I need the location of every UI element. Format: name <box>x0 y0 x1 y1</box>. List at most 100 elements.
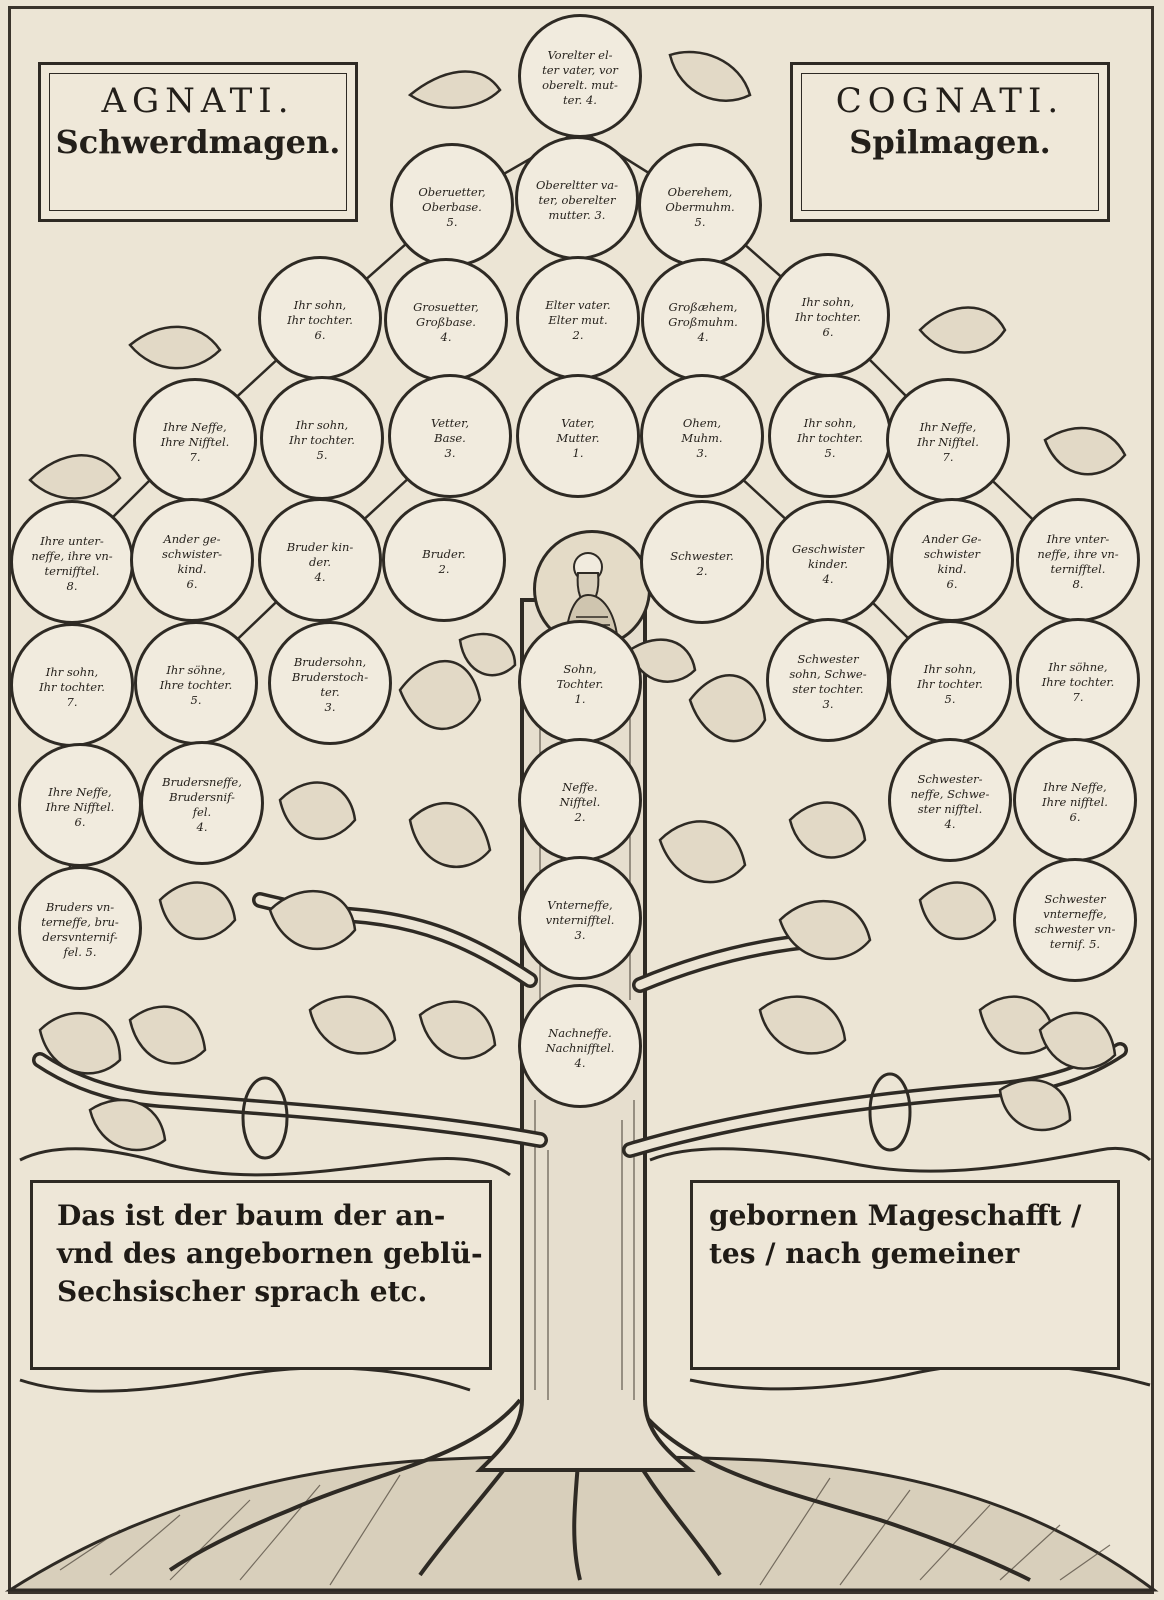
node-r4-1: Ihre unter- neffe, ihre vn- ternifftel. … <box>10 500 134 624</box>
cognati-subtitle: Spilmagen. <box>849 123 1051 161</box>
node-r2-4: Großæhem, Großmuhm. 4. <box>641 258 765 382</box>
ground-mound <box>4 1454 1159 1592</box>
node-r4-3: Bruder kin- der. 4. <box>258 498 382 622</box>
node-label: Bruders vn- terneffe, bru- dersvnternif-… <box>41 900 119 959</box>
node-label: Vnterneffe, vnternifftel. 3. <box>545 897 615 942</box>
node-label: Ihre Neffe, Ihre nifftel. 6. <box>1042 779 1108 824</box>
node-r4-8: Ander Ge- schwister kind. 6. <box>890 498 1014 622</box>
node-label: Ohem, Muhm. 3. <box>681 415 723 460</box>
page-border <box>8 6 1154 1594</box>
node-label: Vorelter el- ter vater, vor oberelt. mut… <box>542 48 618 107</box>
node-label: Oberuetter, Oberbase. 5. <box>418 184 486 229</box>
node-r5-9: Ihr söhne, Ihre tochter. 7. <box>1016 618 1140 742</box>
node-r5-5: Sohn, Tochter. 1. <box>518 620 642 744</box>
node-label: Bruder. 2. <box>422 547 466 576</box>
node-label: Ander ge- schwister- kind. 6. <box>162 532 222 591</box>
node-r2-3: Elter vater. Elter mut. 2. <box>516 256 640 380</box>
node-r1-l: Oberuetter, Oberbase. 5. <box>390 143 514 267</box>
agnati-title: AGNATI. <box>101 81 295 121</box>
ground-hatching <box>59 1474 1111 1586</box>
node-r3-3: Vetter, Base. 3. <box>388 374 512 498</box>
node-r6-5: Neffe. Nifftel. 2. <box>518 738 642 862</box>
node-label: Schwester- neffe, Schwe- ster nifftel. 4… <box>910 772 990 831</box>
node-label: Ihre Neffe, Ihre Nifftel. 6. <box>45 784 115 829</box>
node-r5-3: Brudersohn, Bruderstoch- ter. 3. <box>268 621 392 745</box>
leaves <box>28 50 1127 1152</box>
node-label: Nachneffe. Nachnifftel. 4. <box>545 1025 615 1070</box>
node-label: Brudersneffe, Brudersnif- fel. 4. <box>162 775 242 834</box>
node-label: Ihr sohn, Ihr tochter. 5. <box>289 417 355 462</box>
node-label: Neffe. Nifftel. 2. <box>559 779 601 824</box>
node-label: Schwester. 2. <box>670 549 734 578</box>
cartouche-inner-border <box>801 73 1099 211</box>
node-r2-1: Ihr sohn, Ihr tochter. 6. <box>258 256 382 380</box>
node-r7-5: Vnterneffe, vnternifftel. 3. <box>518 856 642 980</box>
node-r6-9: Ihre Neffe, Ihre nifftel. 6. <box>1013 738 1137 862</box>
node-r5-8: Ihr sohn, Ihr tochter. 5. <box>888 620 1012 744</box>
ring-right <box>868 1072 912 1152</box>
node-label: Obereltter va- ter, oberelter mutter. 3. <box>535 177 619 222</box>
node-r5-1: Ihr sohn, Ihr tochter. 7. <box>10 623 134 747</box>
caption-right-box: gebornen Mageschafft / tes / nach gemein… <box>690 1180 1120 1370</box>
caption-right-line-1: gebornen Mageschafft / <box>709 1199 1082 1232</box>
node-label: Bruder kin- der. 4. <box>286 539 354 584</box>
node-r6-8: Schwester- neffe, Schwe- ster nifftel. 4… <box>888 738 1012 862</box>
node-r4-9: Ihre vnter- neffe, ihre vn- ternifftel. … <box>1016 498 1140 622</box>
caption-left-line-3: Sechsischer sprach etc. <box>57 1275 428 1308</box>
node-r4-7: Geschwister kinder. 4. <box>766 500 890 624</box>
node-label: Ihre unter- neffe, ihre vn- ternifftel. … <box>31 534 113 593</box>
node-r4-4: Bruder. 2. <box>382 498 506 622</box>
node-label: Ihr sohn, Ihr tochter. 6. <box>795 294 861 339</box>
node-top: Vorelter el- ter vater, vor oberelt. mut… <box>518 14 642 138</box>
node-label: Vater, Mutter. 1. <box>556 415 600 460</box>
scroll-ornaments <box>19 1146 1152 1393</box>
node-label: Elter vater. Elter mut. 2. <box>545 297 611 342</box>
node-label: Ihr Neffe, Ihr Nifftel. 7. <box>917 419 979 464</box>
node-label: Brudersohn, Bruderstoch- ter. 3. <box>291 655 369 714</box>
agnati-cartouche: AGNATI. Schwerdmagen. <box>38 62 358 222</box>
node-label: Grosuetter, Großbase. 4. <box>413 299 479 344</box>
ring-left <box>241 1076 289 1160</box>
node-r4-2: Ander ge- schwister- kind. 6. <box>130 498 254 622</box>
node-r3-1: Ihre Neffe, Ihre Nifftel. 7. <box>133 378 257 502</box>
node-r2-2: Grosuetter, Großbase. 4. <box>384 258 508 382</box>
node-r3-2: Ihr sohn, Ihr tochter. 5. <box>260 376 384 500</box>
node-r6-2: Brudersneffe, Brudersnif- fel. 4. <box>140 741 264 865</box>
node-r1-r: Oberehem, Obermuhm. 5. <box>638 143 762 267</box>
caption-right-line-2: tes / nach gemeiner <box>709 1237 1020 1270</box>
node-label: Geschwister kinder. 4. <box>791 541 865 586</box>
node-label: Schwester sohn, Schwe- ster tochter. 3. <box>789 652 867 711</box>
node-r3-7: Ihr Neffe, Ihr Nifftel. 7. <box>886 378 1010 502</box>
node-r3-4: Vater, Mutter. 1. <box>516 374 640 498</box>
node-label: Ander Ge- schwister kind. 6. <box>922 532 982 591</box>
node-r6-1: Ihre Neffe, Ihre Nifftel. 6. <box>18 743 142 867</box>
cognati-cartouche: COGNATI. Spilmagen. <box>790 62 1110 222</box>
node-r7-9: Schwester vnterneffe, schwester vn- tern… <box>1013 858 1137 982</box>
node-label: Ihr söhne, Ihre tochter. 7. <box>1041 659 1115 704</box>
caption-left-box: Das ist der baum der an- vnd des angebor… <box>30 1180 492 1370</box>
node-label: Ihr söhne, Ihre tochter. 5. <box>159 662 233 707</box>
cartouche-inner-border <box>49 73 347 211</box>
node-label: Vetter, Base. 3. <box>431 415 469 460</box>
node-r4-6: Schwester. 2. <box>640 500 764 624</box>
node-r5-2: Ihr söhne, Ihre tochter. 5. <box>134 621 258 745</box>
node-r7-1: Bruders vn- terneffe, bru- dersvnternif-… <box>18 866 142 990</box>
node-r2-5: Ihr sohn, Ihr tochter. 6. <box>766 253 890 377</box>
node-label: Großæhem, Großmuhm. 4. <box>668 299 738 344</box>
caption-left-line-1: Das ist der baum der an- <box>57 1199 446 1232</box>
node-r5-7: Schwester sohn, Schwe- ster tochter. 3. <box>766 618 890 742</box>
node-label: Schwester vnterneffe, schwester vn- tern… <box>1034 892 1116 951</box>
node-label: Ihre vnter- neffe, ihre vn- ternifftel. … <box>1037 532 1119 591</box>
node-r1-c: Obereltter va- ter, oberelter mutter. 3. <box>515 136 639 260</box>
node-label: Sohn, Tochter. 1. <box>556 661 604 706</box>
node-r3-5: Ohem, Muhm. 3. <box>640 374 764 498</box>
cognati-title: COGNATI. <box>835 81 1065 121</box>
node-label: Ihr sohn, Ihr tochter. 5. <box>917 661 983 706</box>
node-label: Oberehem, Obermuhm. 5. <box>665 184 735 229</box>
node-label: Ihre Neffe, Ihre Nifftel. 7. <box>160 419 230 464</box>
agnati-subtitle: Schwerdmagen. <box>55 123 341 161</box>
caption-left-line-2: vnd des angebornen geblü- <box>57 1237 483 1270</box>
node-r8-5: Nachneffe. Nachnifftel. 4. <box>518 984 642 1108</box>
trunk-hatching <box>534 700 635 1400</box>
